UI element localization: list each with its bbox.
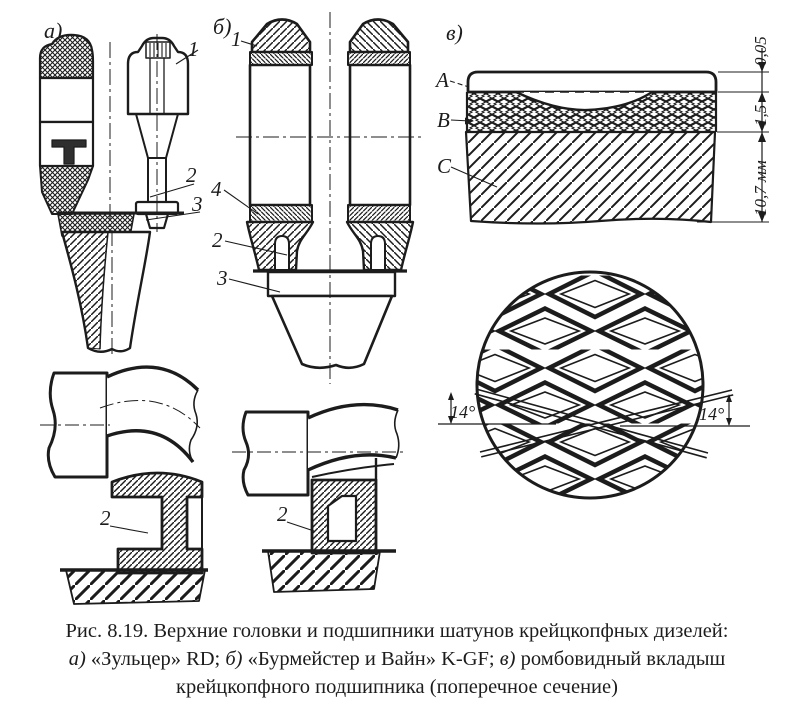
layer-b-side-edges bbox=[465, 92, 718, 132]
layer-label-B: B bbox=[437, 108, 450, 132]
caption-line-1: Рис. 8.19. Верхние головки и подшипники … bbox=[65, 620, 729, 642]
panel-v-section-drawing: 0,05 1,5 10,7 мм в) A B C bbox=[434, 20, 770, 225]
groove-band-ascending bbox=[479, 389, 734, 458]
base-slab bbox=[65, 569, 206, 605]
column-body bbox=[248, 63, 312, 207]
rod-end-block-2 bbox=[241, 410, 310, 497]
leader-layer-B-arrow bbox=[465, 117, 474, 125]
pin-arc-centerline bbox=[99, 399, 201, 429]
bolt-housing bbox=[126, 36, 190, 116]
leader-ll-2 bbox=[109, 525, 149, 534]
layer-label-C: C bbox=[437, 154, 452, 178]
extension-lines bbox=[697, 71, 769, 223]
pin-arc-2-bottom bbox=[307, 453, 397, 472]
bearing-body-upper bbox=[38, 76, 95, 124]
callout-a-2: 2 bbox=[186, 163, 197, 187]
panel-v-label: в) bbox=[446, 20, 463, 45]
callout-ll-2: 2 bbox=[100, 506, 111, 530]
callout-b-1: 1 bbox=[231, 27, 242, 51]
detail-circle-mesh bbox=[475, 270, 705, 500]
leader-layer-A bbox=[449, 80, 470, 88]
keeper-ibeam bbox=[110, 471, 204, 575]
rod-flare-inner-line bbox=[99, 231, 109, 350]
leader-b-2 bbox=[224, 240, 288, 256]
t-slot-detail bbox=[51, 139, 87, 165]
callout-b-3: 3 bbox=[216, 266, 228, 290]
steel-layer-c bbox=[464, 130, 717, 225]
angle-label-right: 14° bbox=[699, 404, 724, 424]
leader-b-1 bbox=[240, 40, 258, 47]
callout-a-1: 1 bbox=[188, 37, 199, 61]
bearing-shell-section bbox=[39, 165, 94, 215]
base-2-slab bbox=[267, 550, 381, 593]
column-cap bbox=[250, 18, 312, 54]
bolt-neck bbox=[135, 113, 179, 159]
dim-arrowheads bbox=[758, 62, 766, 222]
pin-arc-top bbox=[106, 365, 200, 392]
pin-arc-band-fill bbox=[107, 367, 198, 462]
dim-overlay-thickness: 0,05 bbox=[751, 36, 770, 66]
rod-cone bbox=[270, 294, 394, 370]
pin-arc-2-break bbox=[393, 409, 400, 459]
groove-band-descending bbox=[474, 388, 709, 459]
panel-a-label: а) bbox=[44, 18, 62, 43]
keeper-window bbox=[326, 494, 358, 543]
pin-arc-2-top bbox=[307, 402, 399, 420]
pin-arc-band-2-fill bbox=[308, 404, 398, 470]
mesh-detail-circle: 14° 14° bbox=[438, 270, 750, 500]
dim-shell-thickness: 10,7 мм bbox=[751, 160, 770, 216]
foot-slot bbox=[274, 235, 290, 271]
bw-column bbox=[245, 18, 315, 272]
angle-arrow-left-heads bbox=[448, 392, 454, 424]
caption-line-2: а) «Зульцер» RD; б) «Бурмейстер и Вайн» … bbox=[0, 645, 794, 673]
caption-label-b: б) bbox=[225, 648, 243, 670]
caption-text-b: «Бурмейстер и Вайн» K-GF; bbox=[242, 648, 500, 670]
callout-lm-2: 2 bbox=[277, 502, 288, 526]
leader-a-1 bbox=[175, 49, 199, 65]
bearing-band bbox=[266, 270, 397, 298]
shell-band-top bbox=[249, 51, 313, 66]
overlay-layer-a bbox=[466, 70, 718, 94]
caption-text-a: «Зульцер» RD; bbox=[85, 648, 226, 670]
pin-arc-bottom bbox=[106, 429, 195, 464]
angle-arrow-right-heads bbox=[726, 394, 732, 426]
leader-lm-2 bbox=[286, 521, 315, 532]
caption-line-3: крейцкопфного подшипника (поперечное сеч… bbox=[176, 676, 618, 698]
leader-b-3 bbox=[228, 278, 281, 293]
pin-arc-break bbox=[188, 389, 199, 463]
bolt-shaft-lines bbox=[149, 58, 165, 114]
bolt-thread-lines bbox=[149, 43, 167, 57]
babbitt-dip-curve bbox=[515, 90, 653, 112]
leader-a-2 bbox=[149, 183, 195, 198]
lower-left-detail-drawing: 2 bbox=[40, 365, 208, 605]
panel-b-label: б) bbox=[213, 14, 231, 39]
callout-b-2: 2 bbox=[212, 228, 223, 252]
technical-figure: а) 1 2 3 б) 1 4 2 3 bbox=[38, 12, 770, 605]
panel-a-sulzer-drawing: а) 1 2 3 bbox=[38, 18, 203, 357]
layer-label-A: A bbox=[434, 68, 449, 92]
dim-babbitt-thickness: 1,5 bbox=[751, 105, 770, 126]
caption-label-v: в) bbox=[499, 648, 516, 670]
pin-lower-arc bbox=[311, 463, 395, 478]
panel-b-bw-drawing: б) 1 4 2 3 bbox=[211, 12, 424, 384]
leader-layer-C bbox=[450, 166, 498, 188]
shell-band-bottom bbox=[249, 204, 313, 223]
angle-label-left: 14° bbox=[450, 402, 475, 422]
leader-a-3 bbox=[145, 211, 201, 221]
caption-label-a: а) bbox=[68, 648, 86, 670]
lower-middle-detail-drawing: 2 bbox=[232, 402, 405, 593]
figure-caption: Рис. 8.19. Верхние головки и подшипники … bbox=[0, 617, 794, 701]
caption-text-v: ромбовидный вкладыш bbox=[515, 648, 726, 670]
bearing-cap-left bbox=[38, 33, 95, 80]
callout-a-3: 3 bbox=[191, 192, 203, 216]
leader-b-4 bbox=[223, 189, 259, 215]
callout-b-4: 4 bbox=[211, 177, 222, 201]
